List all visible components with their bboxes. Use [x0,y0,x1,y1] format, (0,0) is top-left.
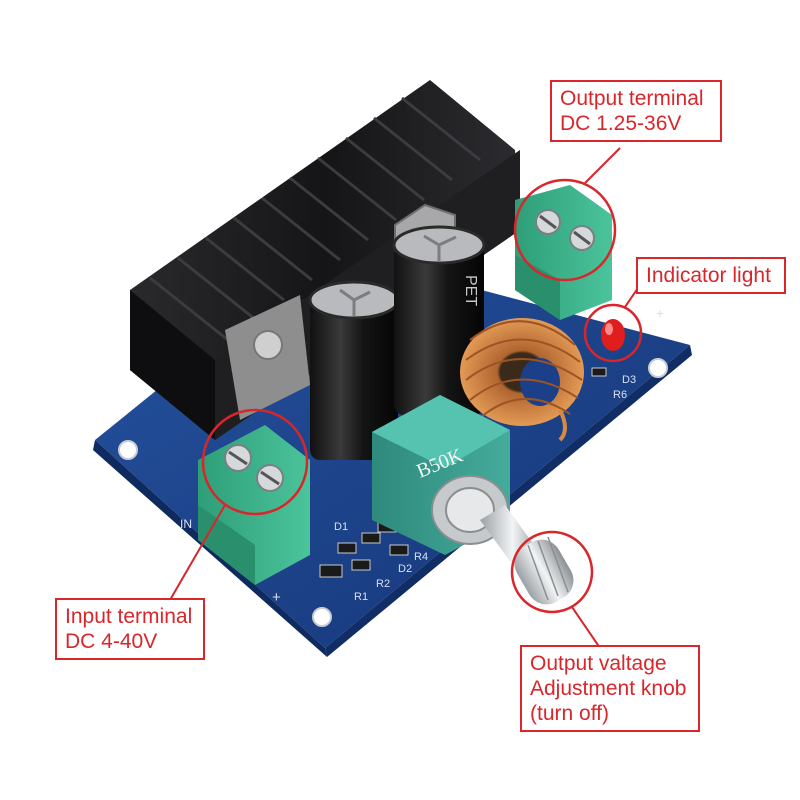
label-in: IN [180,517,192,531]
indicator-led: D3 R6 + [601,305,664,401]
potentiometer: B50K [372,395,510,555]
label-d3: D3 [622,374,636,386]
label-plus-out: + [656,305,664,321]
highlight-input-terminal [169,408,309,601]
label-r1: R1 [354,591,368,603]
highlight-adjust-knob [510,530,601,649]
output-terminal-block [515,185,612,320]
label-plus-in: + [272,589,281,606]
label-r4: R4 [414,551,428,563]
callout-output-terminal-line2: DC 1.25-36V [560,112,682,135]
callout-output-terminal-line1: Output terminal [560,87,704,110]
adjustment-knob [480,505,574,605]
callout-input-terminal-line2: DC 4-40V [65,630,158,653]
label-r2: R2 [376,578,390,590]
callout-output-terminal: Output terminal DC 1.25-36V [550,80,722,142]
callout-indicator-light-line1: Indicator light [646,264,771,287]
label-d1: D1 [334,521,348,533]
label-d2: D2 [398,563,412,575]
callout-adjust-knob-line1: Output valtage [530,652,667,675]
callout-adjust-knob-line3: (turn off) [530,702,609,725]
electrolytic-capacitor-left [308,280,400,460]
callout-input-terminal: Input terminal DC 4-40V [55,598,205,660]
callout-adjust-knob-line2: Adjustment knob [530,677,687,700]
highlight-output-terminal [513,147,621,282]
toroid-inductor [460,318,584,442]
input-terminal-block: IN + [180,425,310,606]
capacitor-marking: PET [462,275,479,306]
callout-adjust-knob: Output valtage Adjustment knob (turn off… [520,645,700,732]
callout-indicator-light: Indicator light [636,257,786,294]
callout-input-terminal-line1: Input terminal [65,605,193,628]
label-r6: R6 [613,389,627,401]
